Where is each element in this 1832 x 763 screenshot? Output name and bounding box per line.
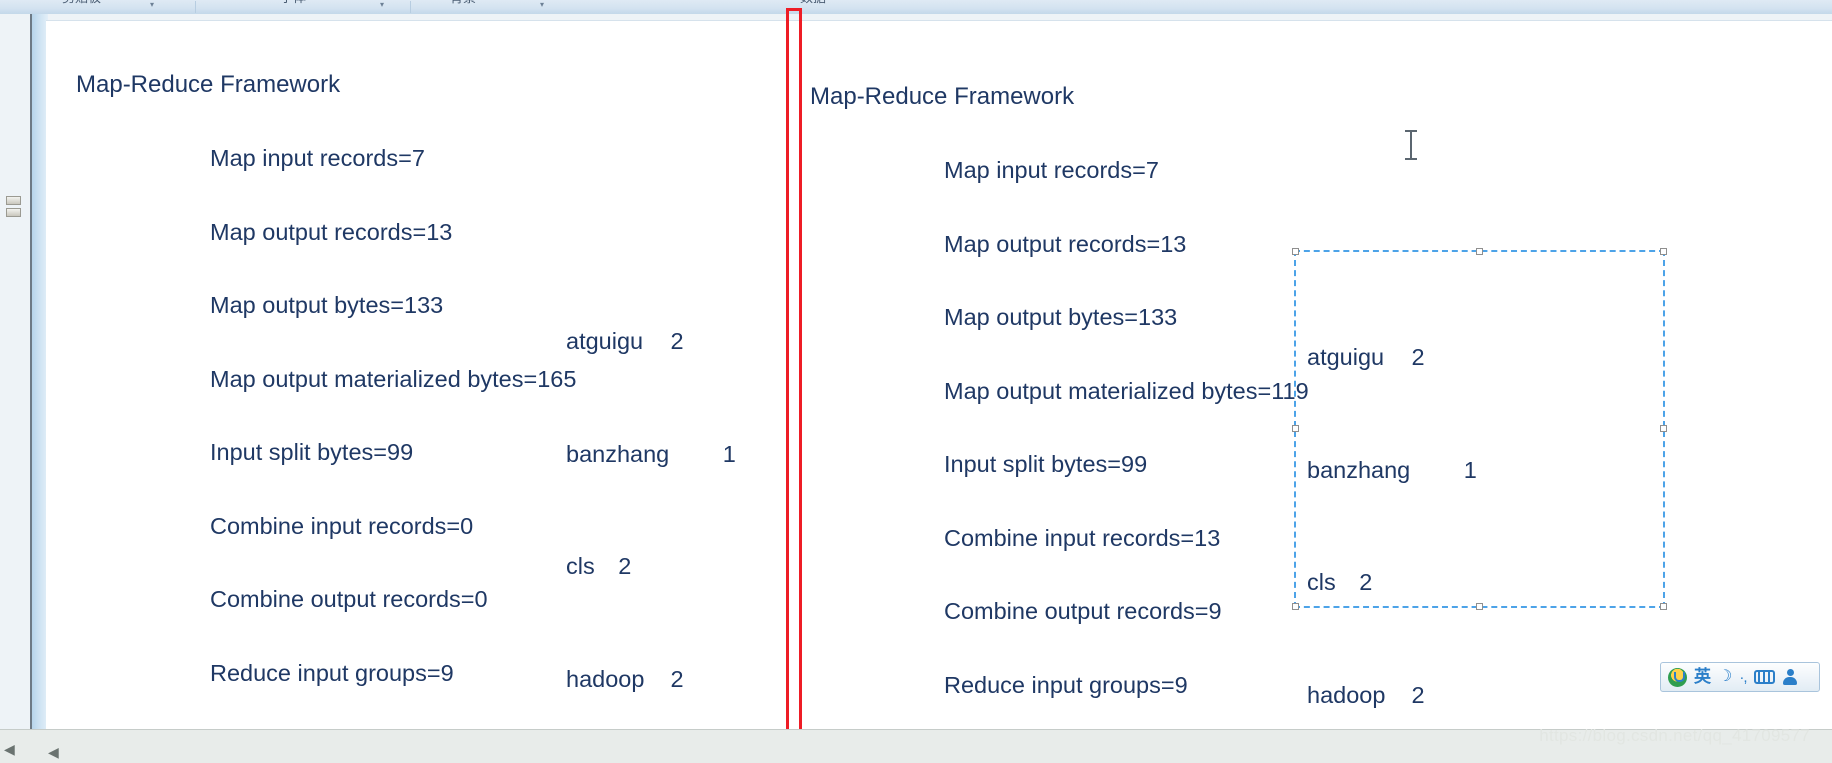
chevron-down-icon-2[interactable]: ▾ bbox=[380, 0, 385, 9]
document-page bbox=[46, 20, 1832, 731]
resize-handle-top-right[interactable] bbox=[1660, 248, 1667, 255]
user-icon[interactable] bbox=[1782, 669, 1798, 685]
resize-handle-top-middle[interactable] bbox=[1475, 248, 1483, 255]
left-counter-line-0: Map input records=7 bbox=[210, 145, 425, 171]
punctuation-icon[interactable]: ·, bbox=[1739, 668, 1747, 686]
left-margin-stripe bbox=[30, 14, 48, 730]
ime-language-toggle[interactable]: 英 bbox=[1694, 666, 1711, 687]
resize-handle-top-left[interactable] bbox=[1292, 248, 1299, 255]
chevron-down-icon-3[interactable]: ▾ bbox=[540, 0, 545, 9]
status-bar bbox=[0, 729, 1832, 763]
left-counter-line-6: Combine output records=0 bbox=[210, 586, 488, 612]
ribbon-group-background[interactable]: 背景 bbox=[450, 0, 476, 5]
ibeam-stem bbox=[1410, 132, 1412, 158]
left-counter-line-2: Map output bytes=133 bbox=[210, 292, 444, 318]
chevron-down-icon[interactable]: ▾ bbox=[150, 0, 155, 9]
left-counter-line-5: Combine input records=0 bbox=[210, 512, 474, 539]
ruler-indent-marker-bottom[interactable] bbox=[6, 208, 21, 217]
soft-keyboard-icon[interactable] bbox=[1753, 670, 1775, 684]
ibeam-top-bar bbox=[1405, 130, 1417, 132]
right-wordcount-output: atguigu 2 banzhang 1 cls 2 hadoop 2 huih… bbox=[1307, 264, 1477, 763]
resize-handle-middle-right[interactable] bbox=[1660, 425, 1667, 432]
right-counter-line-2: Map output bytes=133 bbox=[944, 304, 1178, 330]
right-framework-title: Map-Reduce Framework bbox=[810, 83, 1075, 110]
ime-status-bar[interactable]: 英 ☽ ·, bbox=[1660, 662, 1820, 692]
left-wordcount-output: atguigu 2 banzhang 1 cls 2 hadoop 2 huih… bbox=[566, 248, 736, 763]
resize-handle-middle-left[interactable] bbox=[1292, 425, 1299, 432]
wordcount-row: banzhang 1 bbox=[1307, 456, 1477, 483]
ruler-indent-marker-top[interactable] bbox=[6, 196, 21, 205]
wordcount-row: atguigu 2 bbox=[566, 328, 684, 354]
wordcount-row: hadoop 2 bbox=[566, 665, 684, 692]
left-counter-line-4: Input split bytes=99 bbox=[210, 439, 414, 465]
ribbon-group-font[interactable]: 字体 bbox=[280, 0, 306, 5]
resize-handle-bottom-middle[interactable] bbox=[1475, 603, 1483, 610]
left-counter-line-7: Reduce input groups=9 bbox=[210, 659, 454, 686]
right-counter-line-0: Map input records=7 bbox=[944, 157, 1159, 183]
ribbon-divider bbox=[195, 1, 196, 13]
wordcount-row: cls 2 bbox=[566, 553, 632, 579]
selection-box[interactable] bbox=[1292, 248, 1667, 610]
wordcount-row: cls 2 bbox=[1307, 569, 1373, 595]
right-counter-line-3: Map output materialized bytes=119 bbox=[944, 377, 1309, 404]
moon-icon[interactable]: ☽ bbox=[1718, 668, 1733, 685]
text-cursor-icon bbox=[1405, 130, 1417, 160]
resize-handle-bottom-right[interactable] bbox=[1660, 603, 1667, 610]
right-counter-line-5: Combine input records=13 bbox=[944, 524, 1221, 551]
ribbon-group-data[interactable]: 数据 bbox=[800, 0, 826, 5]
wordcount-row: hadoop 2 bbox=[1307, 681, 1425, 708]
ibeam-bottom-bar bbox=[1405, 158, 1417, 160]
left-counter-line-3: Map output materialized bytes=165 bbox=[210, 365, 577, 392]
right-counter-line-7: Reduce input groups=9 bbox=[944, 671, 1188, 698]
wordcount-row: atguigu 2 bbox=[1307, 344, 1425, 370]
sogou-logo-icon[interactable] bbox=[1668, 667, 1687, 687]
scroll-left-arrow-inner[interactable]: ◀ bbox=[48, 744, 59, 760]
red-highlight-rectangle bbox=[786, 8, 802, 741]
right-console-output: Map-Reduce Framework Map input records=7… bbox=[810, 42, 1448, 763]
right-counter-line-4: Input split bytes=99 bbox=[944, 451, 1148, 477]
watermark: https://blog.csdn.net/qq_41709577 bbox=[1539, 726, 1810, 745]
left-counter-line-1: Map output records=13 bbox=[210, 218, 453, 245]
ribbon-group-clipboard[interactable]: 剪贴板 bbox=[62, 0, 101, 5]
ribbon-strip: 剪贴板 ▾ 字体 ▾ 背景 ▾ 数据 bbox=[0, 0, 1832, 14]
ribbon-divider-2 bbox=[410, 1, 411, 13]
resize-handle-bottom-left[interactable] bbox=[1292, 603, 1299, 610]
wordcount-row: banzhang 1 bbox=[566, 440, 736, 467]
right-counter-line-1: Map output records=13 bbox=[944, 230, 1187, 257]
scroll-left-arrow-outer[interactable]: ◀ bbox=[4, 741, 15, 757]
left-framework-title: Map-Reduce Framework bbox=[76, 71, 341, 98]
left-console-output: Map-Reduce Framework Map input records=7… bbox=[76, 30, 714, 763]
right-counter-line-6: Combine output records=9 bbox=[944, 598, 1222, 624]
